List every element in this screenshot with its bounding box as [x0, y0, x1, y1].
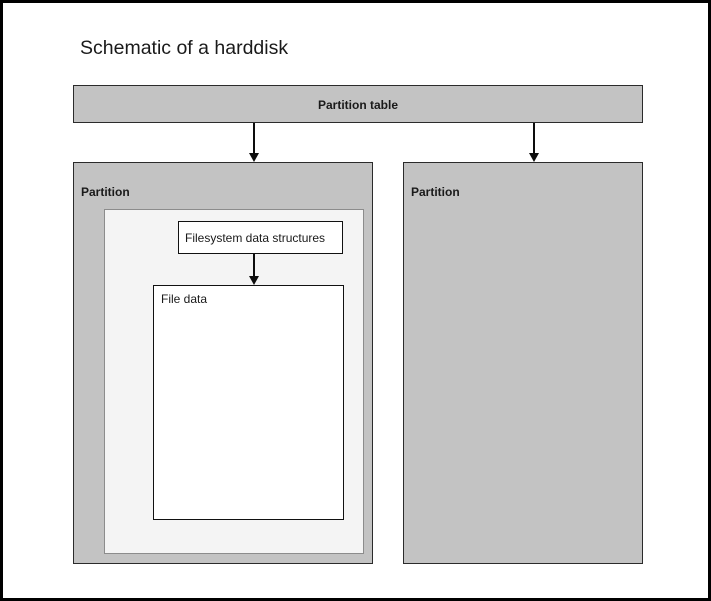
- arrow-shaft: [253, 123, 255, 154]
- arrow-shaft: [533, 123, 535, 154]
- filesystem-data-structures-box[interactable]: Filesystem data structures: [178, 221, 343, 254]
- partition-box-2[interactable]: Partition: [403, 162, 643, 564]
- partition-table-box[interactable]: Partition table: [73, 85, 643, 123]
- arrow-head-icon: [248, 276, 259, 285]
- partition-label-1: Partition: [81, 185, 130, 199]
- file-data-label: File data: [161, 292, 208, 306]
- page-title: Schematic of a harddisk: [80, 37, 289, 59]
- arrow-head-icon: [248, 153, 259, 162]
- file-data-box[interactable]: File data: [153, 285, 344, 520]
- arrow-head-icon: [528, 153, 539, 162]
- partition-label-2: Partition: [411, 185, 460, 199]
- filesystem-data-structures-label: Filesystem data structures: [185, 231, 326, 245]
- arrow-shaft: [253, 254, 255, 277]
- partition-table-label: Partition table: [317, 98, 398, 112]
